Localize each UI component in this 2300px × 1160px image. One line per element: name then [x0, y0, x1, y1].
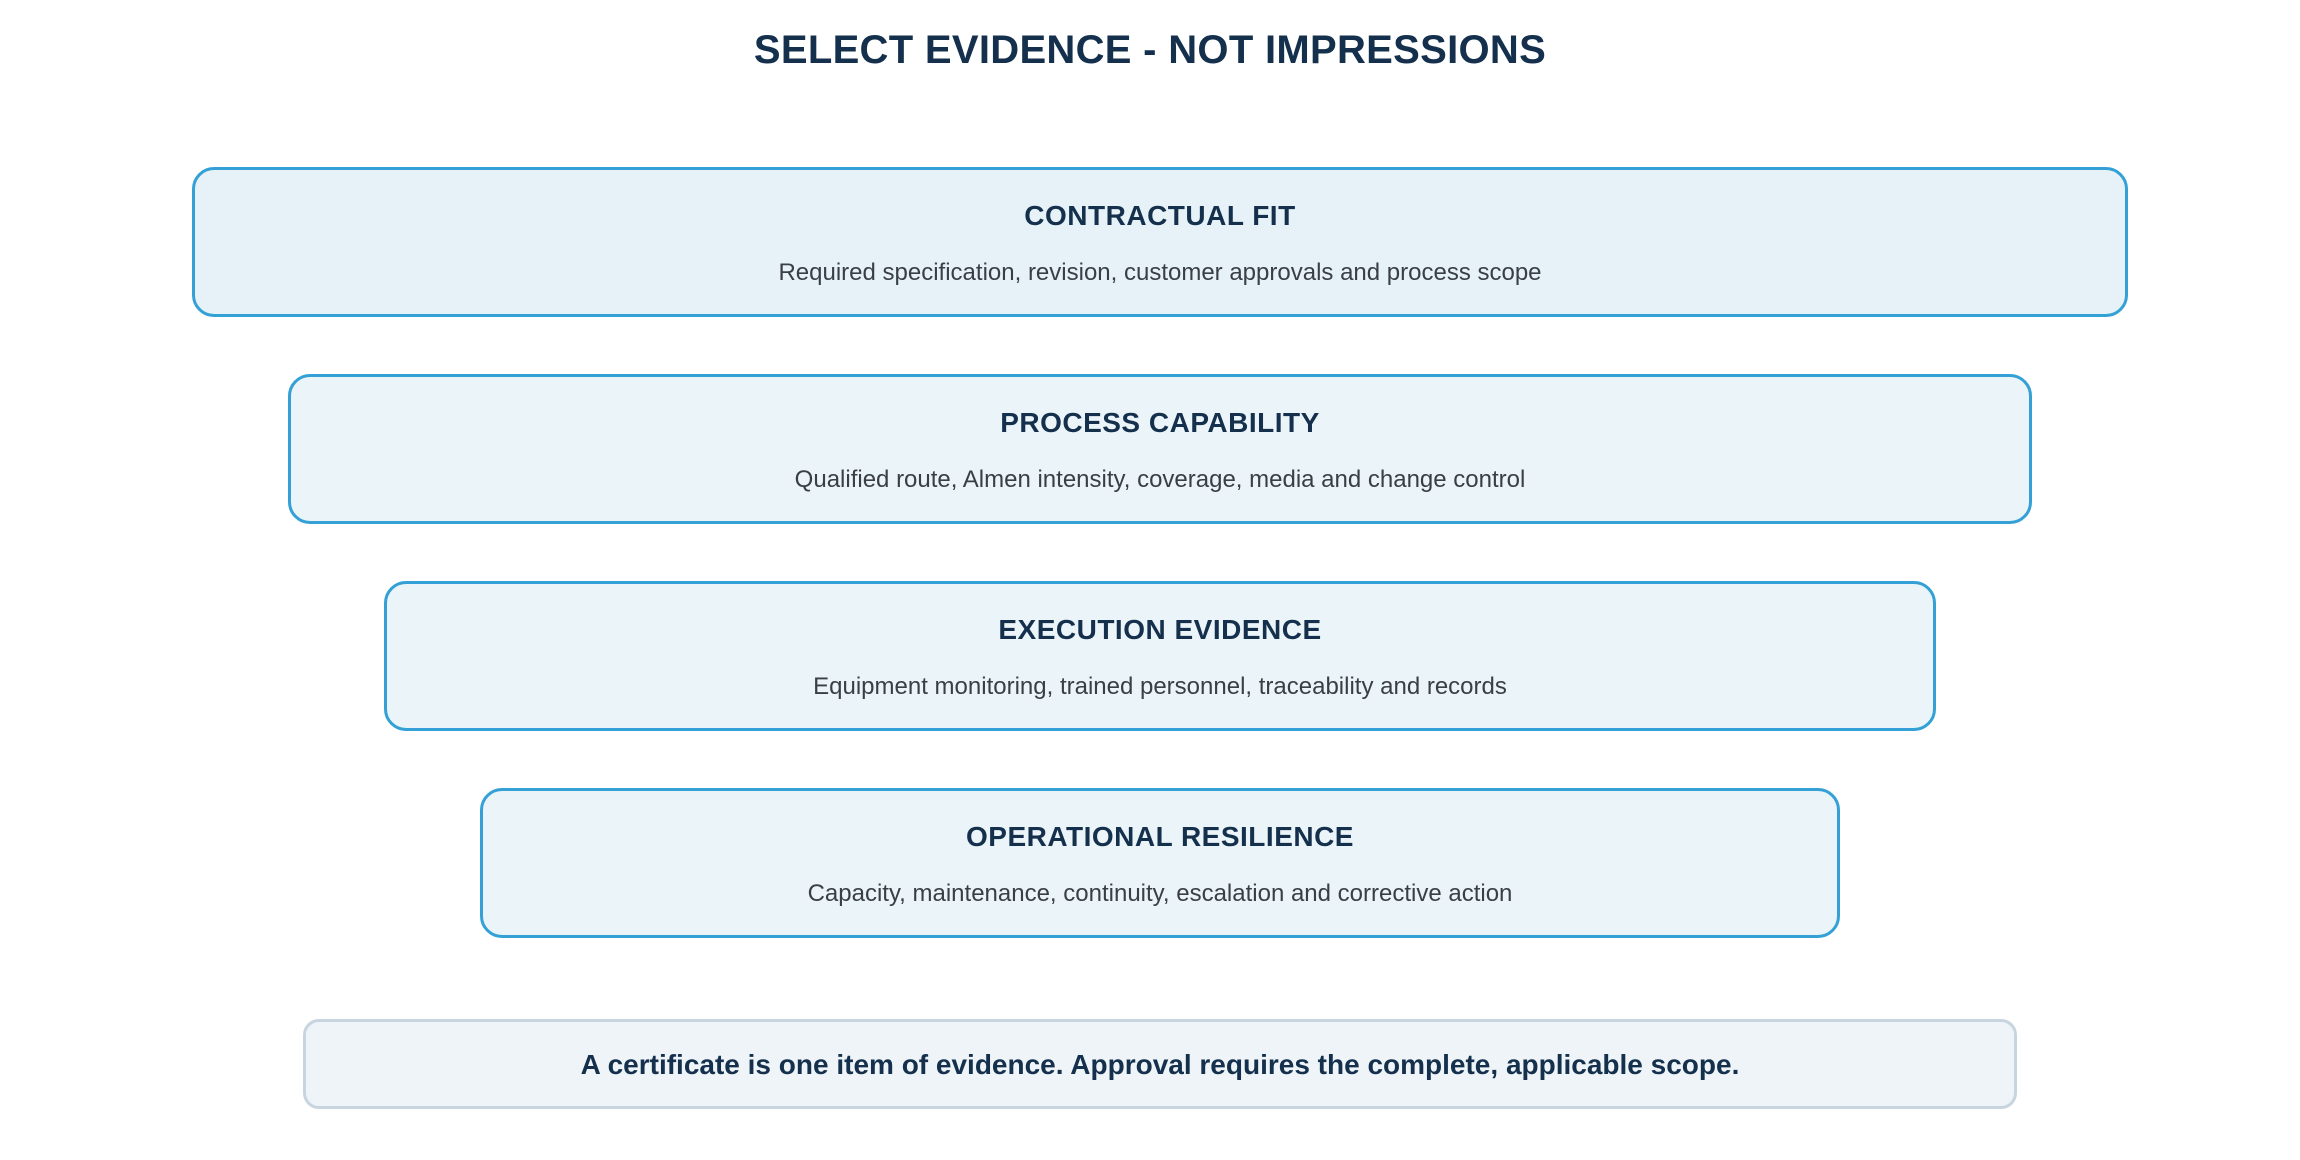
diagram-title: SELECT EVIDENCE - NOT IMPRESSIONS — [753, 28, 1547, 72]
tier-heading: PROCESS CAPABILITY — [1000, 407, 1320, 438]
tier-heading: EXECUTION EVIDENCE — [998, 614, 1322, 645]
tier-operational-resilience: OPERATIONAL RESILIENCE Capacity, mainten… — [480, 788, 1840, 938]
tier-heading: OPERATIONAL RESILIENCE — [965, 821, 1354, 852]
tier-description: Qualified route, Almen intensity, covera… — [794, 466, 1526, 493]
tier-process-capability: PROCESS CAPABILITY Qualified route, Alme… — [288, 374, 2032, 524]
tier-contractual-fit: CONTRACTUAL FIT Required specification, … — [192, 167, 2128, 317]
summary-note: A certificate is one item of evidence. A… — [303, 1019, 2017, 1109]
summary-note-text: A certificate is one item of evidence. A… — [580, 1049, 1740, 1080]
tier-execution-evidence: EXECUTION EVIDENCE Equipment monitoring,… — [384, 581, 1936, 731]
tier-description: Equipment monitoring, trained personnel,… — [813, 673, 1507, 700]
tier-description: Required specification, revision, custom… — [778, 259, 1542, 286]
tier-heading: CONTRACTUAL FIT — [1024, 200, 1296, 231]
tier-description: Capacity, maintenance, continuity, escal… — [807, 880, 1513, 907]
